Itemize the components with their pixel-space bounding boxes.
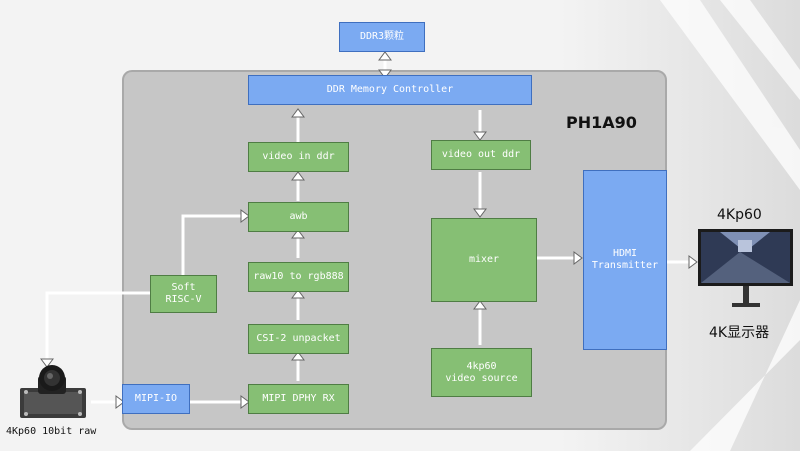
hdmi-transmitter-block: HDMI Transmitter (583, 170, 667, 350)
video-out-ddr-block: video out ddr (431, 140, 531, 170)
ddr3-chip-block: DDR3颗粒 (339, 22, 425, 52)
mixer-block: mixer (431, 218, 537, 302)
monitor-icon (698, 229, 793, 307)
mipi-io-block: MIPI-IO (122, 384, 190, 414)
monitor-label: 4K显示器 (709, 325, 770, 341)
camera-icon (20, 365, 86, 418)
chip-name: PH1A90 (566, 113, 637, 132)
raw-to-rgb-block: raw10 to rgb888 (248, 262, 349, 292)
ddr-controller-block: DDR Memory Controller (248, 75, 532, 105)
video-in-ddr-block: video in ddr (248, 142, 349, 172)
camera-label: 4Kp60 10bit raw (6, 426, 97, 437)
fpga-chip-region (122, 70, 667, 430)
mipi-dphy-block: MIPI DPHY RX (248, 384, 349, 414)
awb-block: awb (248, 202, 349, 232)
video-source-block: 4kp60 video source (431, 348, 532, 397)
monitor-resolution-label: 4Kp60 (717, 207, 762, 223)
soft-risc-v-block: Soft RISC-V (150, 275, 217, 313)
csi-unpack-block: CSI-2 unpacket (248, 324, 349, 354)
